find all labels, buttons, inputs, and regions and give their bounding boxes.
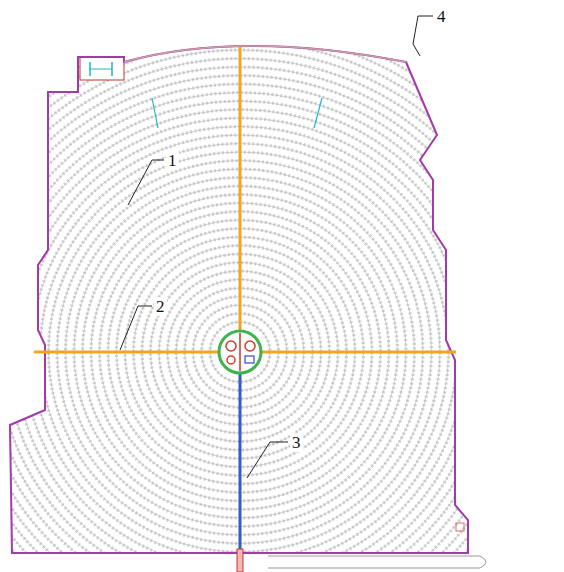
pile-ring-line xyxy=(0,93,500,572)
pile-ring-line xyxy=(0,101,491,572)
callout-number: 1 xyxy=(166,151,179,170)
pile-ring xyxy=(0,8,564,572)
centre-ring xyxy=(219,331,261,373)
outlet-line xyxy=(268,568,480,569)
callout-number: 3 xyxy=(290,433,303,452)
centre-part xyxy=(245,356,254,363)
centre-part xyxy=(226,341,236,351)
ring-divider xyxy=(0,97,495,572)
pile-ring-line xyxy=(0,76,517,572)
outlet-pipe xyxy=(237,549,243,572)
centre-part xyxy=(239,333,241,371)
pile-ring-line xyxy=(0,16,564,572)
centre-part xyxy=(227,356,235,364)
pile-rings xyxy=(0,8,564,572)
pile-ring xyxy=(210,322,270,382)
small-box xyxy=(456,523,464,531)
callout-number: 4 xyxy=(435,7,448,26)
pile-ring xyxy=(0,101,491,572)
pile-ring xyxy=(0,33,559,572)
pile-ring-line xyxy=(0,84,508,572)
pile-ring xyxy=(0,42,551,572)
pile-ring xyxy=(0,76,517,572)
pile-ring-line xyxy=(0,59,534,572)
pile-ring xyxy=(0,50,542,572)
outlet-line xyxy=(480,556,486,568)
pile-ring-line xyxy=(0,8,564,572)
pile-ring xyxy=(0,59,534,572)
leader-line xyxy=(413,16,433,56)
axis-line xyxy=(239,47,242,352)
site-boundary xyxy=(10,46,468,553)
callout-number: 2 xyxy=(154,297,167,316)
pile-ring xyxy=(0,93,500,572)
pile-ring-line xyxy=(0,42,551,572)
outlet-line xyxy=(268,556,480,557)
arrow-mark xyxy=(90,69,112,70)
section-line xyxy=(239,352,242,549)
pile-ring-line xyxy=(0,50,542,572)
pile-ring xyxy=(0,16,564,572)
centre-part xyxy=(245,341,255,351)
tick-mark xyxy=(152,98,158,128)
tick-mark xyxy=(314,98,322,128)
pile-ring-line xyxy=(0,33,559,572)
leader-line xyxy=(247,442,288,478)
top-arc xyxy=(124,46,406,62)
pile-ring xyxy=(0,25,564,572)
pump-box xyxy=(80,57,124,80)
pile-ring-line xyxy=(0,25,564,572)
pile-ring xyxy=(0,84,508,572)
leader-line xyxy=(120,306,152,350)
leader-line xyxy=(128,160,164,205)
pile-ring-line xyxy=(210,322,270,382)
